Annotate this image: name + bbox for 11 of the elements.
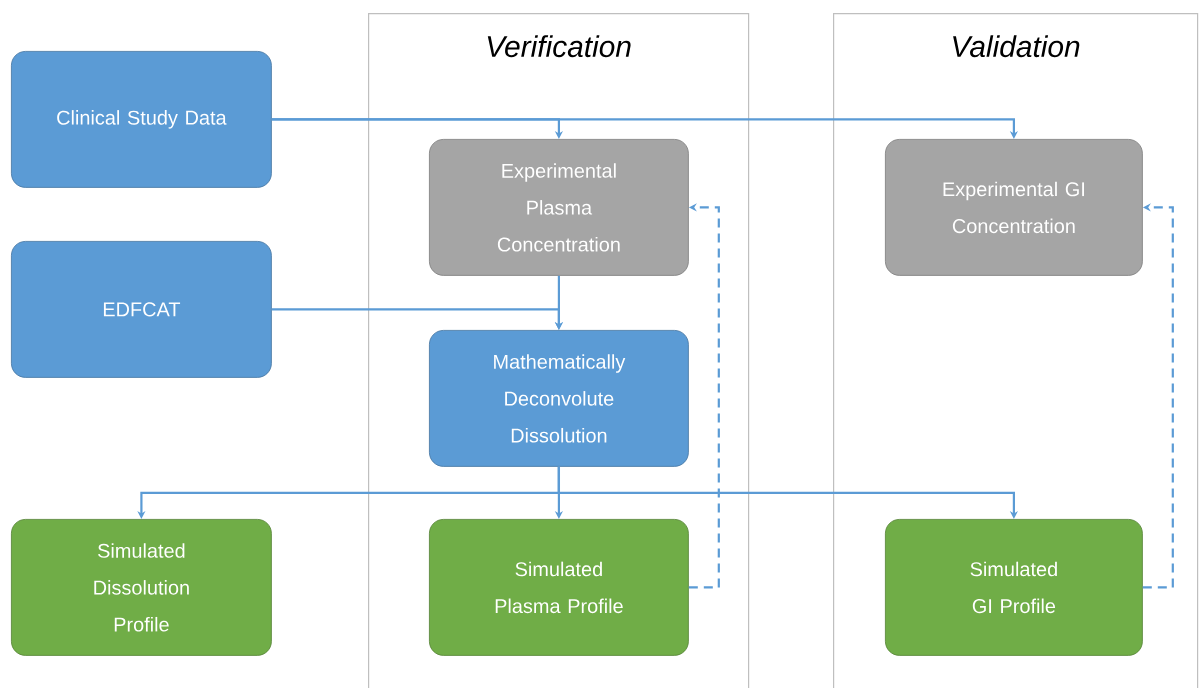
data-box: Experimental Plasma Concentration bbox=[429, 139, 689, 276]
data-box: Experimental GI Concentration bbox=[885, 139, 1143, 276]
arrow bbox=[271, 308, 563, 330]
process-box: EDFCAT bbox=[11, 241, 272, 378]
result-box: Simulated Dissolution Profile bbox=[11, 519, 272, 656]
arrow bbox=[557, 466, 1018, 519]
result-box: Simulated GI Profile bbox=[885, 519, 1143, 656]
arrow bbox=[271, 118, 1018, 139]
result-box: Simulated Plasma Profile bbox=[429, 519, 689, 656]
process-box: Clinical Study Data bbox=[11, 51, 272, 188]
process-box: Mathematically Deconvolute Dissolution bbox=[429, 330, 689, 467]
